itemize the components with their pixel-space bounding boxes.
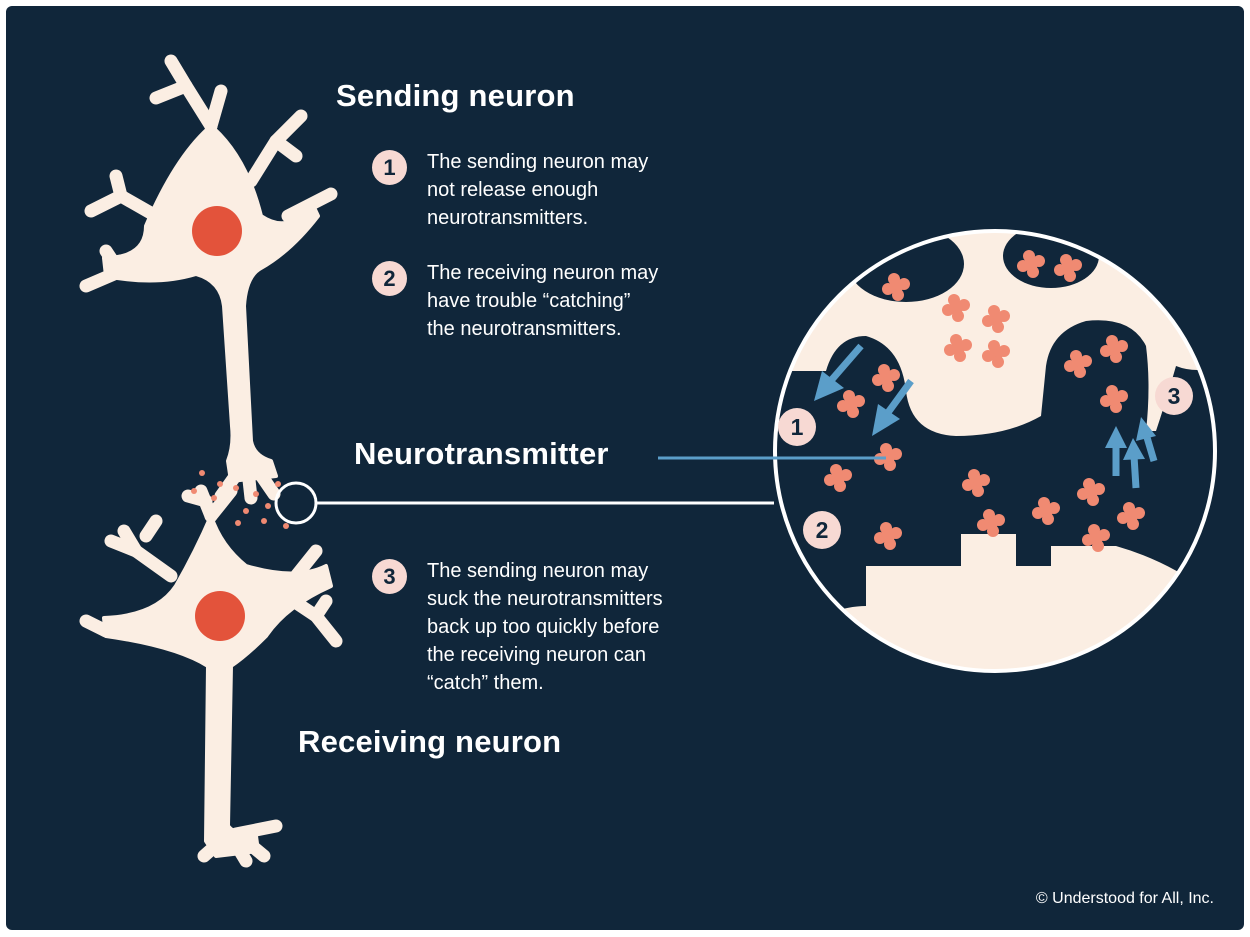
receiving-neuron-label: Receiving neuron — [298, 724, 562, 759]
copyright-credit: © Understood for All, Inc. — [1035, 890, 1214, 907]
zoom-badge-2: 2 — [803, 511, 841, 549]
step-3-text: The sending neuron may suck the neurotra… — [427, 560, 663, 694]
step-3-badge: 3 — [372, 559, 407, 594]
step-1: 1 The sending neuron may not release eno… — [372, 148, 648, 232]
step-2: 2 The receiving neuron may have trouble … — [372, 259, 658, 343]
zoom-badge-3: 3 — [1155, 377, 1193, 415]
step-1-text: The sending neuron may not release enoug… — [427, 151, 649, 229]
step-2-text: The receiving neuron may have trouble “c… — [427, 262, 659, 340]
receiving-neuron — [79, 484, 343, 868]
sending-nucleus — [192, 206, 242, 256]
zoom-source-circle — [274, 481, 318, 525]
step-1-badge: 1 — [372, 150, 407, 185]
receiving-nucleus — [195, 591, 245, 641]
synapse-sparks — [191, 470, 289, 529]
reuptake-arrows — [814, 343, 1158, 489]
step-3: 3 The sending neuron may suck the neurot… — [372, 557, 663, 697]
sending-neuron — [79, 54, 338, 505]
diagram-panel: Sending neuron Receiving neuron Neurotra… — [6, 6, 1244, 930]
zoom-badge-1: 1 — [778, 408, 816, 446]
step-2-badge: 2 — [372, 261, 407, 296]
neuron-illustration — [79, 54, 1217, 868]
zoomed-synapse — [658, 229, 1217, 673]
sending-neuron-label: Sending neuron — [336, 78, 575, 113]
neurotransmitter-label: Neurotransmitter — [354, 436, 609, 471]
